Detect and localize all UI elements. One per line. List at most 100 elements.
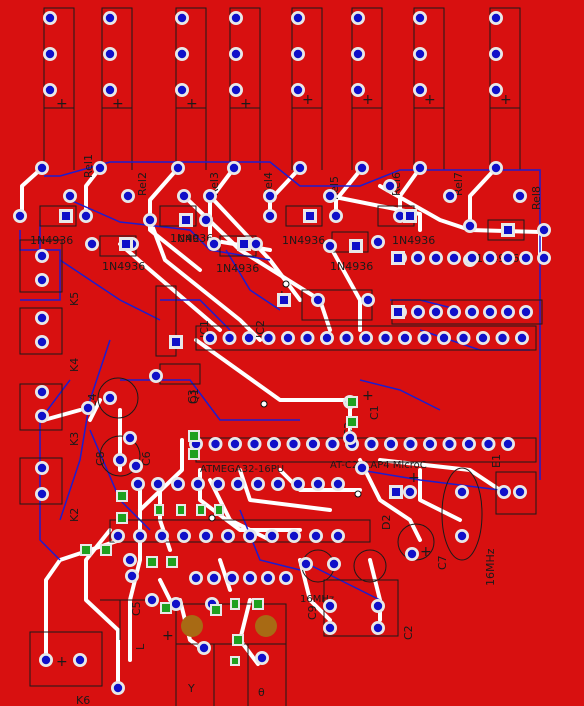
bottom-label-theta: θ	[258, 686, 265, 699]
round-pad	[513, 485, 527, 499]
round-pad	[501, 305, 515, 319]
square-pad	[501, 223, 515, 237]
round-pad	[413, 83, 427, 97]
relay-label-2: Rel2	[136, 172, 149, 196]
round-pad	[35, 409, 49, 423]
round-pad	[265, 529, 279, 543]
smd-component-pad	[232, 658, 238, 664]
round-pad	[417, 331, 432, 345]
relay-outlines	[43, 7, 521, 170]
round-pad	[111, 681, 125, 695]
diode-label-7: 1N4936	[330, 260, 373, 273]
round-pad	[442, 437, 457, 451]
svg-text:+: +	[112, 96, 124, 112]
round-pad	[293, 161, 307, 175]
round-pad	[519, 251, 533, 265]
round-pad	[311, 293, 325, 307]
round-pad	[43, 11, 57, 25]
round-pad	[255, 651, 269, 665]
round-pad	[35, 161, 49, 175]
round-pad	[483, 251, 497, 265]
round-pad	[103, 391, 117, 405]
diode-label-6: 1N4936	[216, 262, 259, 275]
square-pad	[403, 209, 417, 223]
round-pad	[429, 251, 443, 265]
diode-label-2: 1N4936	[170, 232, 213, 245]
round-pad	[203, 189, 217, 203]
round-pad	[327, 557, 341, 571]
smd-component-pad	[198, 506, 204, 514]
connector-label-k3: K3	[68, 432, 81, 446]
round-pad	[151, 477, 165, 491]
round-pad	[189, 571, 203, 585]
svg-text:+: +	[500, 92, 512, 108]
round-pad	[359, 331, 373, 345]
round-pad	[476, 331, 490, 345]
round-pad	[155, 529, 169, 543]
round-pad	[462, 437, 476, 451]
svg-text:+: +	[424, 92, 436, 108]
round-pad	[411, 251, 425, 265]
misc-label-l: L	[134, 643, 147, 650]
round-pad	[279, 571, 293, 585]
round-pad	[287, 529, 301, 543]
smd-component-pad	[234, 636, 242, 644]
svg-text:+: +	[162, 628, 174, 644]
misc-label-cnc: CNC	[178, 234, 199, 245]
round-pad	[537, 251, 551, 265]
round-pad	[306, 437, 320, 451]
misc-label-e1: E1	[490, 454, 503, 468]
round-pad	[103, 47, 117, 61]
round-pad	[243, 529, 257, 543]
svg-text:+: +	[56, 654, 68, 670]
round-pad	[403, 437, 418, 451]
round-pad	[351, 47, 365, 61]
crystal-pad	[181, 615, 203, 637]
svg-text:+: +	[420, 544, 432, 560]
round-pad	[465, 305, 479, 319]
smd-component-pad	[148, 558, 156, 566]
round-pad	[371, 599, 385, 613]
relay-label-1: Rel1	[82, 154, 95, 178]
smd-component-pad	[118, 514, 126, 522]
round-pad	[271, 477, 285, 491]
round-pad	[177, 529, 191, 543]
round-pad	[495, 331, 510, 345]
bottom-label-y: Y	[187, 682, 195, 695]
round-pad	[325, 437, 340, 451]
round-pad	[123, 431, 137, 445]
round-pad	[79, 209, 93, 223]
round-pad	[537, 223, 551, 237]
round-pad	[247, 437, 262, 451]
misc-label-c6: C6	[140, 451, 153, 466]
silkscreen-labels: Rel1 Rel2 Rel3 Rel4 Rel5 Rel6 Rel7 Rel8 …	[30, 92, 543, 706]
round-pad	[423, 437, 437, 451]
round-pad	[515, 331, 529, 345]
round-pad	[519, 305, 533, 319]
round-pad	[501, 437, 515, 451]
smd-component-pad	[190, 432, 198, 440]
square-pad	[237, 237, 251, 251]
round-pad	[242, 331, 256, 345]
round-pad	[311, 477, 325, 491]
smd-component-pad	[156, 506, 162, 514]
round-pad	[403, 485, 417, 499]
misc-label-c7: C7	[436, 555, 449, 570]
round-pad	[207, 237, 221, 251]
smd-component-pad	[82, 546, 90, 554]
round-pad	[35, 461, 49, 475]
round-pad	[149, 369, 163, 383]
round-pad	[43, 47, 57, 61]
round-pad	[261, 331, 276, 345]
round-pad	[221, 529, 235, 543]
round-pad	[13, 209, 27, 223]
round-pad	[501, 251, 515, 265]
round-pad	[229, 47, 243, 61]
round-pad	[111, 529, 125, 543]
round-pad	[211, 477, 225, 491]
diode-label-4: 1N4936	[392, 234, 435, 247]
misc-label-c2: C2	[402, 625, 415, 640]
round-pad	[191, 477, 205, 491]
round-pad	[413, 11, 427, 25]
